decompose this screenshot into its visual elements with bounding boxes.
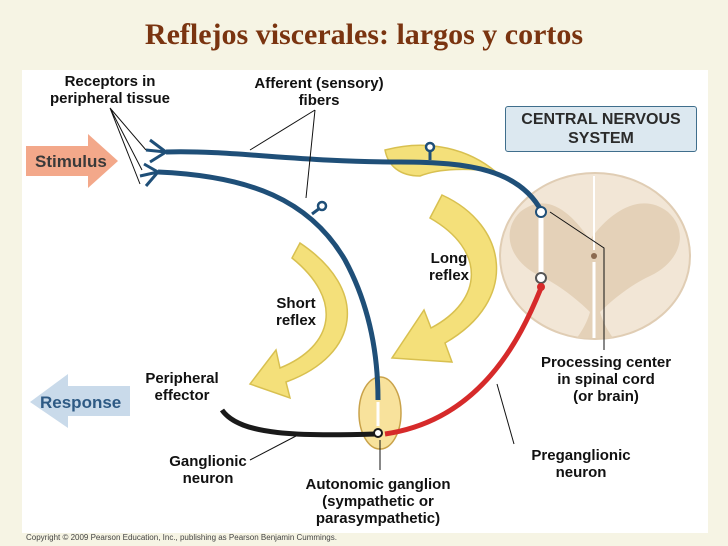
stimulus-arrow [26, 134, 118, 188]
pointer-lines [109, 107, 605, 470]
preganglionic-neuron-label: Preganglionic neuron [531, 447, 631, 481]
spinal-cord-icon [499, 172, 691, 340]
long-reflex-label: Long reflex [428, 250, 470, 284]
receptors-label: Receptors in peripheral tissue [49, 73, 171, 107]
short-reflex-arrow [248, 241, 349, 400]
long-afferent-cell-body [424, 141, 436, 153]
cns-box: CENTRAL NERVOUS SYSTEM [505, 106, 697, 152]
short-afferent-fiber [157, 169, 381, 401]
ganglionic-neuron-label: Ganglionic neuron [169, 453, 247, 487]
response-label: Response [40, 393, 122, 412]
processing-center-label: Processing center in spinal cord (or bra… [540, 354, 672, 405]
receptor-icons [139, 138, 167, 187]
short-reflex-label: Short reflex [275, 295, 317, 329]
long-reflex-arrow-body [390, 194, 498, 363]
short-afferent-cell-body [316, 200, 328, 212]
page-title: Reflejos viscerales: largos y cortos [144, 18, 584, 51]
autonomic-ganglion-label: Autonomic ganglion (sympathetic or paras… [305, 476, 451, 527]
copyright-notice: Copyright © 2009 Pearson Education, Inc.… [26, 533, 337, 542]
preganglionic-fiber [384, 287, 544, 437]
long-afferent-fiber [165, 149, 545, 214]
afferent-fibers-label: Afferent (sensory) fibers [254, 75, 384, 109]
ganglionic-fiber [219, 408, 379, 438]
peripheral-effector-label: Peripheral effector [145, 370, 219, 404]
response-arrow [30, 374, 130, 428]
stimulus-label: Stimulus [35, 152, 107, 171]
